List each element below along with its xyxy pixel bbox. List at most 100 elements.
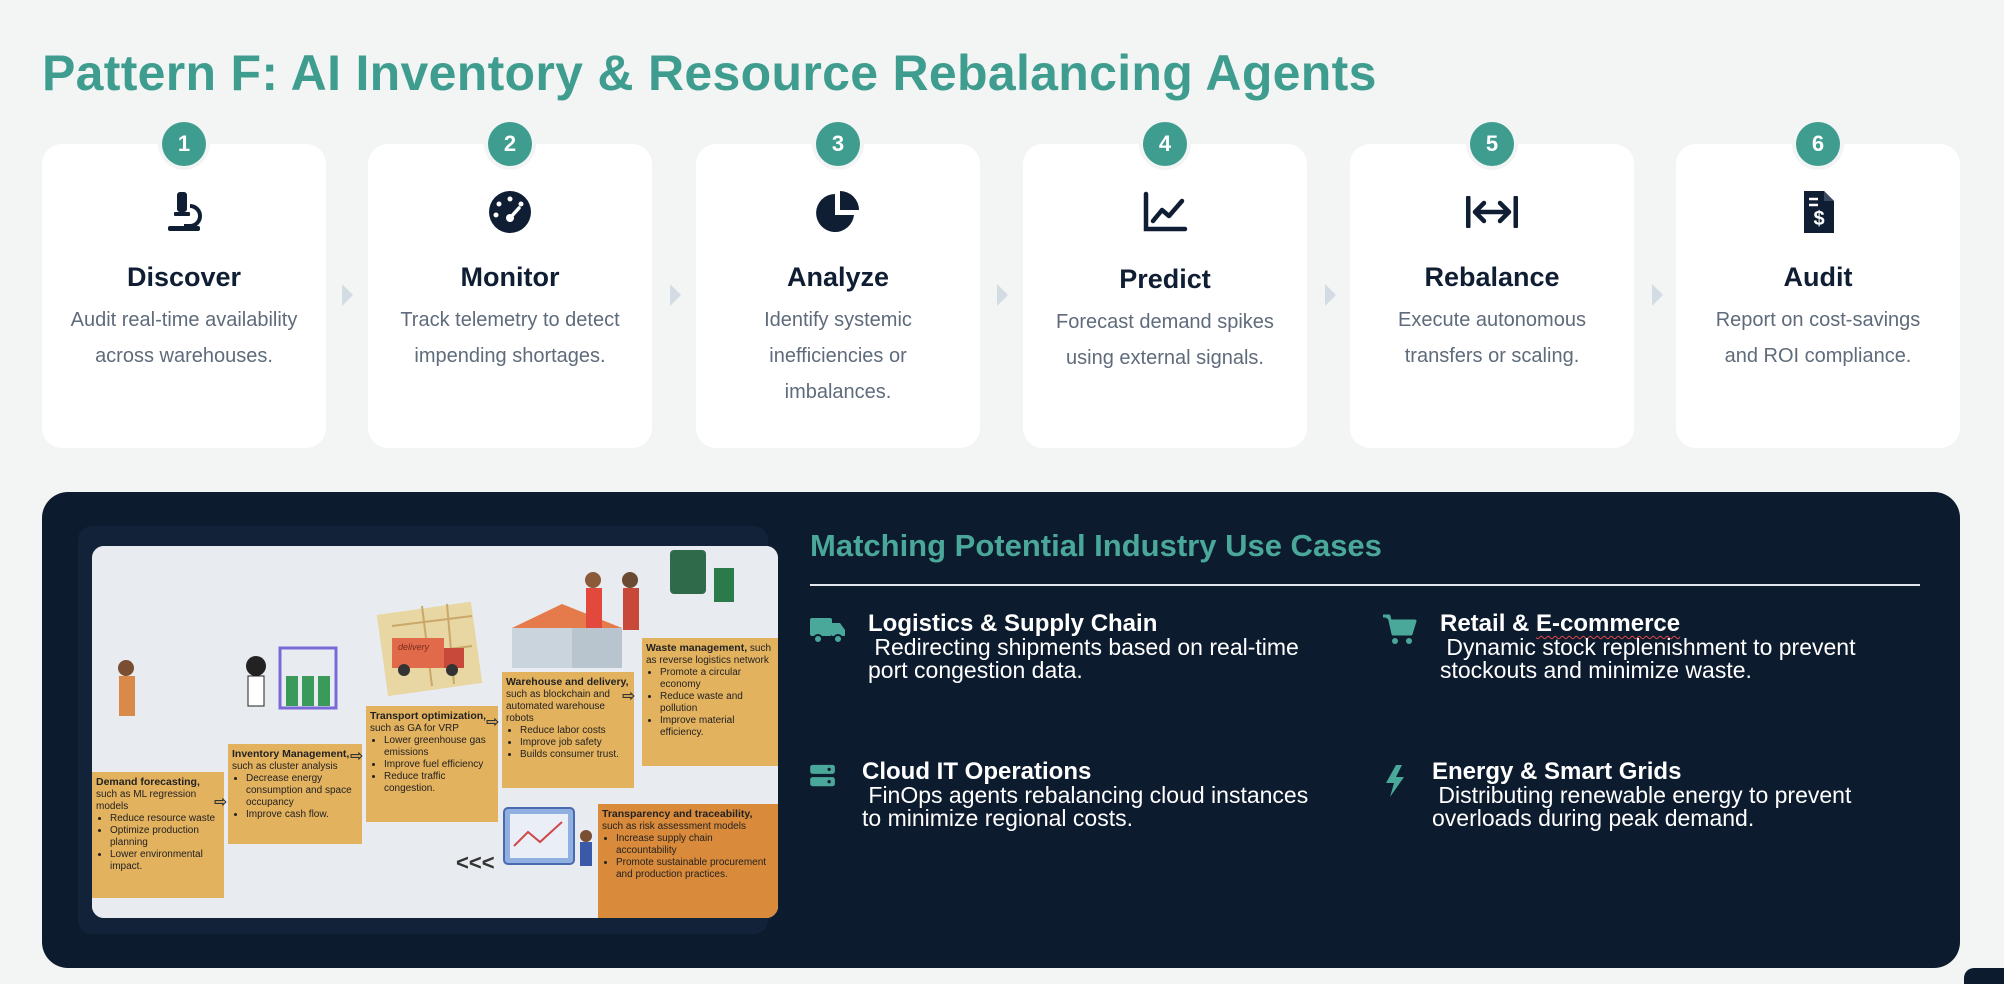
- use-case-name-text: Retail & E-commerce: [1440, 610, 1681, 637]
- step-title: Analyze: [786, 262, 890, 292]
- step-card-monitor: 2 Monitor Track telemetry to detect impe…: [368, 122, 652, 448]
- illustration-frame: Demand forecasting, such as ML regressio…: [78, 526, 778, 934]
- box-bullet: Improve fuel efficiency: [384, 759, 494, 771]
- truck-icon: [810, 618, 845, 644]
- supply-chain-illustration: Demand forecasting, such as ML regressio…: [92, 546, 778, 918]
- box-bullet: Promote sustainable procurement and prod…: [616, 857, 774, 881]
- step-title: Discover: [126, 262, 242, 292]
- flow-arrow-icon: ⇨: [350, 748, 364, 765]
- page-title: Pattern F: AI Inventory & Resource Rebal…: [42, 45, 1377, 101]
- bolt-icon: [1386, 765, 1404, 797]
- use-cases-panel: Demand forecasting, such as ML regressio…: [42, 492, 1960, 968]
- box-bullet: Improve cash flow.: [246, 809, 358, 821]
- truck-label: delivery: [398, 642, 430, 652]
- flow-arrow-icon: ⇨: [486, 714, 500, 731]
- box-bullet: Improve job safety: [520, 737, 630, 749]
- use-case-description: Distributing renewable energy to prevent…: [1432, 782, 1858, 831]
- use-case-retail: Retail & E-commerce Dynamic stock replen…: [1382, 610, 1922, 690]
- step-description: Forecast demand spikes using external si…: [1056, 311, 1274, 369]
- step-number-badge: 1: [162, 122, 206, 166]
- box-bullet: Reduce resource waste: [110, 813, 220, 825]
- step-title: Predict: [1119, 264, 1211, 294]
- microscope-icon: [168, 192, 202, 231]
- step-card-predict: 4 Predict Forecast demand spikes using e…: [1023, 122, 1307, 448]
- step-title: Monitor: [460, 262, 560, 292]
- step-number-badge: 2: [488, 122, 532, 166]
- spellcheck-underline: E-commerce: [1536, 610, 1681, 637]
- step-card-discover: 1 Discover Audit real-time availability …: [42, 122, 326, 448]
- step-number-badge: 5: [1470, 122, 1514, 166]
- use-case-description: Redirecting shipments based on real-time…: [868, 634, 1306, 683]
- use-cases-heading: Matching Potential Industry Use Cases: [810, 528, 1382, 563]
- step-number-badge: 3: [816, 122, 860, 166]
- box-bullet: Reduce labor costs: [520, 725, 630, 737]
- box-bullet: Reduce waste and pollution: [660, 691, 774, 715]
- box-title: Warehouse and delivery,: [506, 676, 629, 688]
- transport-optimization-box: Transport optimization, such as GA for V…: [366, 706, 498, 822]
- box-bullet: Increase supply chain accountability: [616, 833, 774, 857]
- box-bullet: Promote a circular economy: [660, 667, 774, 691]
- demand-forecasting-box: Demand forecasting, such as ML regressio…: [92, 772, 224, 898]
- box-bullet: Builds consumer trust.: [520, 749, 630, 761]
- server-icon: [810, 764, 835, 787]
- step-title: Rebalance: [1424, 262, 1560, 292]
- box-title: Transport optimization,: [370, 710, 487, 722]
- box-bullet: Improve material efficiency.: [660, 715, 774, 739]
- inventory-management-box: Inventory Management, such as cluster an…: [228, 744, 362, 844]
- gauge-icon: [489, 191, 531, 233]
- flow-arrow-icon: ⇨: [214, 794, 228, 811]
- box-bullet: Lower greenhouse gas emissions: [384, 735, 494, 759]
- step-arrow: [997, 284, 1008, 306]
- use-case-name: Energy & Smart Grids: [1432, 758, 1682, 785]
- box-subtitle: such as risk assessment models: [602, 821, 746, 832]
- pie-chart-icon: [816, 191, 859, 232]
- step-description: Identify systemic inefficiencies or imba…: [764, 309, 912, 403]
- back-arrows-label: <<<: [456, 850, 495, 875]
- process-steps: 1 Discover Audit real-time availability …: [42, 122, 1960, 450]
- step-number-badge: 6: [1796, 122, 1840, 166]
- corner-tab: [1964, 968, 2004, 984]
- divider: [810, 584, 1920, 586]
- step-title: Audit: [1783, 262, 1853, 292]
- step-arrow: [670, 284, 681, 306]
- use-case-name: Cloud IT Operations: [862, 758, 1092, 785]
- use-case-logistics: Logistics & Supply Chain Redirecting shi…: [810, 610, 1350, 690]
- step-description: Audit real-time availability across ware…: [70, 309, 298, 367]
- use-case-description: FinOps agents rebalancing cloud instance…: [862, 782, 1315, 831]
- step-card-rebalance: 5 Rebalance Execute autonomous transfers…: [1350, 122, 1634, 448]
- use-case-name: Logistics & Supply Chain: [868, 610, 1158, 637]
- box-title: Waste management,: [646, 642, 748, 654]
- box-subtitle: such as blockchain and automated warehou…: [506, 689, 610, 724]
- step-arrow: [1325, 284, 1336, 306]
- box-bullet: Lower environmental impact.: [110, 849, 220, 873]
- step-description: Execute autonomous transfers or scaling.: [1398, 309, 1586, 367]
- transparency-traceability-box: Transparency and traceability, such as r…: [598, 804, 778, 918]
- step-description: Track telemetry to detect impending shor…: [400, 309, 620, 367]
- step-description: Report on cost-savings and ROI complianc…: [1715, 309, 1921, 367]
- box-subtitle: such as reverse logistics network: [646, 643, 772, 666]
- step-card-analyze: 3 Analyze Identify systemic inefficienci…: [696, 122, 980, 448]
- waste-management-box: Waste management, such as reverse logist…: [642, 638, 778, 766]
- box-title: Demand forecasting,: [96, 776, 200, 788]
- arrows-left-right-icon: [1466, 196, 1518, 228]
- shopping-cart-icon: [1383, 614, 1417, 644]
- box-bullet: Reduce traffic congestion.: [384, 771, 494, 795]
- use-case-name: Retail & E-commerce: [1440, 610, 1680, 638]
- box-title: Transparency and traceability,: [602, 808, 753, 820]
- line-chart-icon: [1143, 191, 1188, 232]
- use-case-cloud: Cloud IT Operations FinOps agents rebala…: [810, 758, 1350, 838]
- warehouse-delivery-box: Warehouse and delivery, such as blockcha…: [502, 672, 634, 788]
- flow-arrow-icon: ⇨: [622, 688, 636, 705]
- use-case-description: Dynamic stock replenishment to prevent s…: [1440, 634, 1862, 683]
- invoice-dollar-icon: $: [1804, 191, 1834, 233]
- box-subtitle: such as GA for VRP: [370, 723, 459, 734]
- svg-text:$: $: [1813, 208, 1824, 230]
- box-title: Inventory Management,: [232, 748, 350, 760]
- step-arrow: [1652, 284, 1663, 306]
- box-bullet: Decrease energy consumption and space oc…: [246, 773, 358, 809]
- step-arrow: [342, 284, 353, 306]
- step-number-badge: 4: [1143, 122, 1187, 166]
- use-case-energy: Energy & Smart Grids Distributing renewa…: [1382, 758, 1922, 838]
- box-subtitle: such as ML regression models: [96, 789, 197, 812]
- box-subtitle: such as cluster analysis: [232, 761, 338, 772]
